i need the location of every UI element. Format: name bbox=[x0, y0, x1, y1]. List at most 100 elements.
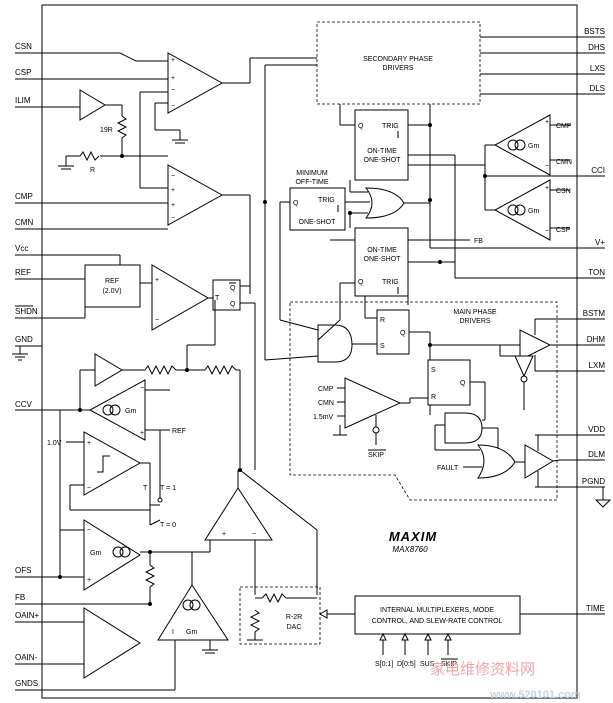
secondary-drivers-label-2: DRIVERS bbox=[382, 65, 413, 72]
svg-text:S: S bbox=[431, 367, 436, 374]
svg-text:FB: FB bbox=[474, 238, 483, 245]
svg-text:Gm: Gm bbox=[90, 550, 101, 557]
sr-latch-main bbox=[377, 310, 409, 354]
svg-text:T = 0: T = 0 bbox=[160, 522, 176, 529]
sr-latch-low bbox=[428, 360, 470, 405]
svg-text:TRIG: TRIG bbox=[318, 197, 335, 204]
zero-crossing-comparator bbox=[345, 378, 400, 428]
pin-dhm: DHM bbox=[587, 335, 606, 344]
pin-vcc: Vcc bbox=[15, 244, 28, 253]
svg-text:DRIVERS: DRIVERS bbox=[459, 318, 490, 325]
valley-current-comparator bbox=[168, 165, 222, 225]
svg-text:TRIG: TRIG bbox=[382, 123, 399, 130]
svg-text:Gm: Gm bbox=[528, 208, 539, 215]
svg-text:TRIG: TRIG bbox=[382, 279, 399, 286]
ofs-comparator bbox=[84, 432, 140, 495]
r2r-dac bbox=[240, 587, 320, 644]
secondary-drivers-label-1: SECONDARY PHASE bbox=[363, 56, 433, 63]
svg-text:T: T bbox=[143, 485, 148, 492]
pin-oain-minus: OAIN- bbox=[15, 653, 38, 662]
svg-text:−: − bbox=[140, 385, 144, 392]
min-off-time-one-shot bbox=[290, 188, 345, 230]
svg-text:−: − bbox=[155, 317, 159, 324]
pin-shdn: SHDN bbox=[15, 307, 38, 316]
part-number: MAX8760 bbox=[392, 545, 428, 554]
pin-cmn: CMN bbox=[15, 218, 33, 227]
on-time-one-shot-top bbox=[355, 110, 408, 180]
svg-text:+: + bbox=[140, 430, 144, 437]
pin-gnd: GND bbox=[15, 335, 33, 344]
oain-gm bbox=[158, 585, 228, 640]
svg-text:−: − bbox=[252, 531, 256, 538]
svg-text:Q: Q bbox=[400, 330, 406, 337]
svg-text:Q: Q bbox=[230, 285, 236, 292]
chip-outline bbox=[42, 5, 577, 698]
svg-text:CONTROL, AND SLEW-RATE CONTROL: CONTROL, AND SLEW-RATE CONTROL bbox=[372, 618, 503, 625]
cmp-cmn-gm bbox=[495, 115, 550, 175]
left-pins: CSN CSP ILIM CMP CMN Vcc REF SHDN GND CC… bbox=[12, 42, 175, 690]
svg-text:1.5mV: 1.5mV bbox=[313, 414, 334, 421]
svg-text:Q: Q bbox=[293, 200, 299, 207]
svg-text:T: T bbox=[215, 295, 220, 302]
svg-text:DAC: DAC bbox=[287, 624, 302, 631]
svg-text:CMN: CMN bbox=[318, 400, 334, 407]
svg-text:ON-TIME: ON-TIME bbox=[367, 247, 397, 254]
pin-bstm: BSTM bbox=[583, 309, 606, 318]
svg-text:+: + bbox=[171, 202, 175, 209]
error-amplifier bbox=[205, 488, 272, 540]
svg-text:−: − bbox=[171, 215, 175, 222]
svg-text:+: + bbox=[222, 531, 226, 538]
pin-fb: FB bbox=[15, 593, 25, 602]
pin-skip-bottom: SKIP bbox=[441, 661, 457, 668]
svg-text:Q: Q bbox=[358, 123, 364, 130]
watermark-chinese: 家电维修资料网 bbox=[430, 660, 535, 678]
svg-text:R: R bbox=[431, 394, 436, 401]
svg-text:S: S bbox=[380, 343, 385, 350]
pin-gnds: GNDS bbox=[15, 679, 38, 688]
ilim-buffer bbox=[80, 90, 105, 120]
svg-text:−: − bbox=[171, 87, 175, 94]
svg-text:+: + bbox=[545, 119, 549, 126]
main-drivers-region bbox=[290, 302, 557, 500]
pin-d05: D[0:5] bbox=[397, 661, 416, 668]
pin-sus: SUS bbox=[420, 661, 435, 668]
svg-text:+: + bbox=[171, 75, 175, 82]
svg-text:SKIP: SKIP bbox=[368, 452, 384, 459]
oain-amplifier bbox=[84, 608, 140, 678]
svg-text:Q: Q bbox=[230, 301, 236, 308]
or-gate-top bbox=[366, 188, 404, 218]
mux-control-block bbox=[355, 596, 520, 634]
fault-comparator bbox=[152, 265, 208, 330]
dhm-driver bbox=[520, 330, 550, 360]
watermark-url: www.520101.com bbox=[489, 689, 581, 701]
pin-ofs: OFS bbox=[15, 566, 31, 575]
svg-text:ONE-SHOT: ONE-SHOT bbox=[364, 256, 402, 263]
svg-text:CSP: CSP bbox=[556, 227, 571, 234]
svg-text:CMP: CMP bbox=[318, 386, 334, 393]
svg-text:ONE-SHOT: ONE-SHOT bbox=[364, 157, 402, 164]
resistor-r-label: R bbox=[90, 167, 95, 174]
ccv-buffer bbox=[95, 354, 122, 386]
pin-vplus: V+ bbox=[595, 238, 605, 247]
maxim-logo: MAXIM bbox=[389, 529, 438, 544]
svg-text:I: I bbox=[172, 629, 174, 636]
pin-time: TIME bbox=[586, 604, 605, 613]
svg-text:FAULT: FAULT bbox=[437, 465, 459, 472]
pin-dls: DLS bbox=[589, 84, 605, 93]
inverter bbox=[515, 356, 533, 376]
svg-text:T = 1: T = 1 bbox=[160, 485, 176, 492]
svg-text:REF: REF bbox=[105, 278, 119, 285]
ccv-gm bbox=[90, 380, 145, 440]
svg-text:1.0V: 1.0V bbox=[47, 440, 62, 447]
svg-text:+: + bbox=[155, 277, 159, 284]
right-pins: BSTS DHS LXS DLS CCI V+ TON BSTM DHM LXM… bbox=[430, 27, 610, 614]
svg-text:+: + bbox=[171, 187, 175, 194]
pin-ref: REF bbox=[15, 268, 31, 277]
svg-text:CMN: CMN bbox=[556, 159, 572, 166]
pin-ccv: CCV bbox=[15, 400, 33, 409]
svg-text:R-2R: R-2R bbox=[286, 614, 302, 621]
or-gate-low bbox=[478, 445, 515, 478]
pin-ton: TON bbox=[588, 268, 605, 277]
and-gate-main bbox=[318, 325, 352, 362]
pin-lxm: LXM bbox=[589, 361, 606, 370]
